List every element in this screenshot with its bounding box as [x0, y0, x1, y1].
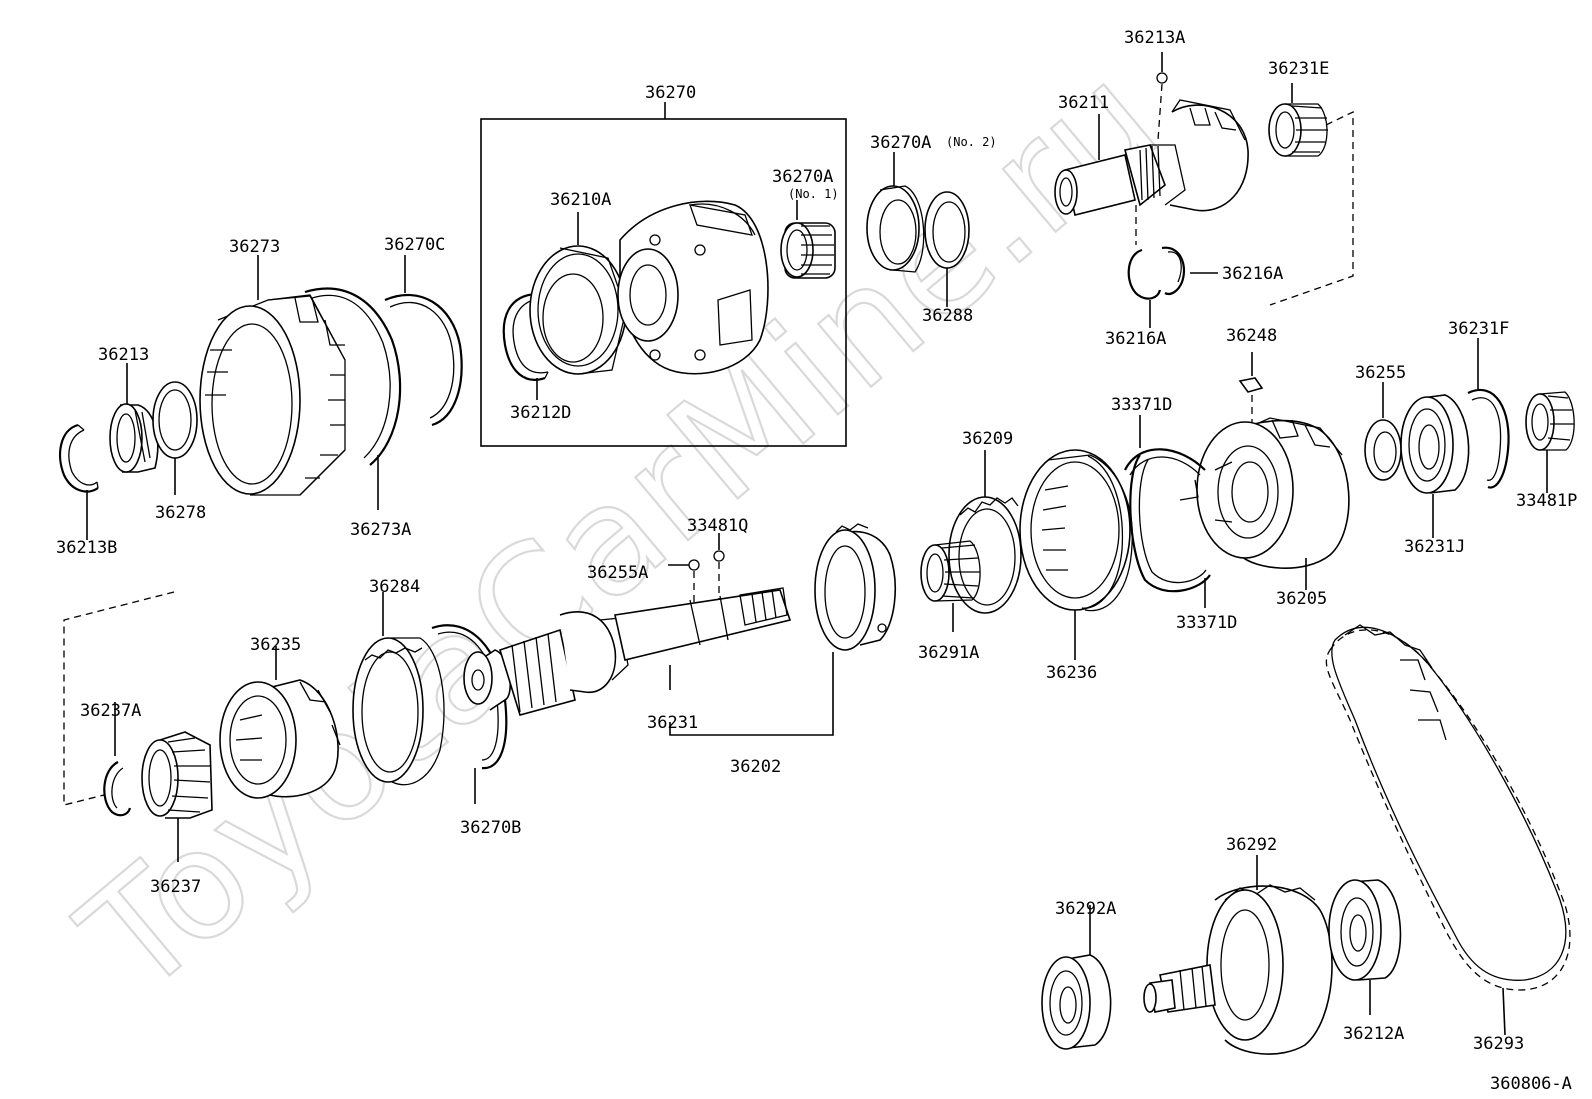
label-36291A[interactable]: 36291A — [918, 643, 979, 663]
part-33371D-spring-top[interactable] — [1124, 415, 1206, 501]
label-36273A[interactable]: 36273A — [350, 520, 411, 540]
part-planetary-carrier[interactable] — [617, 200, 769, 375]
label-36231F[interactable]: 36231F — [1448, 319, 1509, 339]
part-36213B-snap-ring[interactable] — [58, 423, 99, 540]
label-36293[interactable]: 36293 — [1473, 1034, 1524, 1054]
label-36288[interactable]: 36288 — [922, 306, 973, 326]
part-36209-synchro-ring[interactable] — [948, 450, 1022, 614]
part-number-labels: 36270 36273 36270C 36213 36213B 36278 36… — [56, 28, 1577, 1094]
part-36213A-ball[interactable] — [1135, 52, 1168, 245]
label-36273[interactable]: 36273 — [229, 237, 280, 257]
part-36205-gear[interactable] — [1196, 417, 1350, 590]
label-36270A-no2-note: (No. 2) — [946, 135, 997, 149]
label-36205[interactable]: 36205 — [1276, 589, 1327, 609]
part-36293-chain[interactable] — [1325, 624, 1571, 1036]
label-36292A[interactable]: 36292A — [1055, 899, 1116, 919]
part-36270C-snap-ring[interactable] — [384, 255, 463, 427]
label-36213[interactable]: 36213 — [98, 345, 149, 365]
label-36202[interactable]: 36202 — [730, 757, 781, 777]
part-36292A-bearing[interactable] — [1041, 905, 1112, 1050]
part-36212A-bearing[interactable] — [1328, 879, 1402, 1015]
label-36231[interactable]: 36231 — [647, 713, 698, 733]
label-36237A[interactable]: 36237A — [80, 701, 141, 721]
label-36213A[interactable]: 36213A — [1124, 28, 1185, 48]
part-36270A-no1-needle-bearing[interactable] — [780, 200, 836, 279]
label-36284[interactable]: 36284 — [369, 577, 420, 597]
part-36255A-ball[interactable] — [668, 559, 700, 605]
label-36236[interactable]: 36236 — [1046, 663, 1097, 683]
label-36270C[interactable]: 36270C — [384, 235, 445, 255]
part-36273A-snap-ring[interactable] — [304, 287, 402, 510]
label-36216A-right[interactable]: 36216A — [1222, 264, 1283, 284]
label-36255[interactable]: 36255 — [1355, 363, 1406, 383]
part-36231F-snap-ring[interactable] — [1467, 338, 1510, 489]
part-36211-gear-shaft[interactable] — [1054, 99, 1249, 216]
group-box-36270 — [480, 102, 847, 447]
label-33371D-top[interactable]: 33371D — [1111, 395, 1172, 415]
label-36212A[interactable]: 36212A — [1343, 1024, 1404, 1044]
label-36216A-left[interactable]: 36216A — [1105, 329, 1166, 349]
label-36213B[interactable]: 36213B — [56, 538, 117, 558]
label-33481P[interactable]: 33481P — [1516, 491, 1577, 511]
label-36255A[interactable]: 36255A — [587, 563, 648, 583]
label-36270A-no1[interactable]: 36270A — [772, 167, 833, 187]
label-36237[interactable]: 36237 — [150, 877, 201, 897]
part-36231-output-shaft[interactable] — [463, 587, 792, 716]
part-36273-clutch-sleeve[interactable] — [199, 255, 346, 496]
label-33371D-bottom[interactable]: 33371D — [1176, 613, 1237, 633]
part-36216A-snap-rings[interactable] — [1127, 246, 1218, 328]
label-36292[interactable]: 36292 — [1226, 835, 1277, 855]
part-36255-washer[interactable] — [1364, 382, 1402, 481]
part-36210A-ring-gear[interactable] — [529, 212, 627, 375]
label-33481Q[interactable]: 33481Q — [687, 516, 748, 536]
label-36210A[interactable]: 36210A — [550, 190, 611, 210]
part-36231E-needle-bearing[interactable] — [1268, 83, 1328, 157]
part-36237A-snap-ring[interactable] — [103, 702, 132, 817]
part-36231J-bearing[interactable] — [1400, 394, 1470, 538]
label-36270B[interactable]: 36270B — [460, 818, 521, 838]
label-36209[interactable]: 36209 — [962, 429, 1013, 449]
part-36248-key[interactable] — [1238, 352, 1264, 430]
part-36292-gear[interactable] — [1143, 855, 1333, 1055]
part-33371D-spring-bottom[interactable] — [1129, 454, 1211, 608]
label-36211[interactable]: 36211 — [1058, 93, 1109, 113]
part-36213-bearing[interactable] — [109, 363, 159, 473]
label-36270A-no2[interactable]: 36270A — [870, 133, 931, 153]
dashed-leader-left — [63, 591, 175, 806]
part-36235-gear[interactable] — [219, 646, 341, 799]
label-36270[interactable]: 36270 — [645, 83, 696, 103]
label-36270A-no1-note: (No. 1) — [788, 187, 839, 201]
bracket-36202 — [669, 652, 834, 736]
part-36270A-no2-bearing[interactable] — [866, 152, 925, 273]
diagram-code: 360806-A — [1490, 1074, 1572, 1094]
part-output-bearing[interactable] — [814, 523, 896, 651]
part-36212D-snap-ring[interactable] — [502, 292, 549, 400]
part-36236-clutch-sleeve[interactable] — [1019, 449, 1133, 660]
part-33481Q-ball[interactable] — [713, 533, 725, 600]
label-36231J[interactable]: 36231J — [1404, 537, 1465, 557]
part-36284-synchro-ring[interactable] — [352, 592, 445, 786]
part-33481P-bearing[interactable] — [1525, 391, 1575, 493]
label-36235[interactable]: 36235 — [250, 635, 301, 655]
label-36212D[interactable]: 36212D — [510, 403, 571, 423]
label-36248[interactable]: 36248 — [1226, 326, 1277, 346]
part-36288-thrust-washer[interactable] — [924, 191, 970, 307]
part-36237-hub[interactable] — [141, 731, 213, 862]
label-36278[interactable]: 36278 — [155, 503, 206, 523]
dashed-leader-right — [1269, 110, 1354, 306]
part-36278-thrust-washer[interactable] — [152, 381, 198, 495]
part-36291A-needle-bearing[interactable] — [920, 540, 981, 632]
label-36231E[interactable]: 36231E — [1268, 59, 1329, 79]
